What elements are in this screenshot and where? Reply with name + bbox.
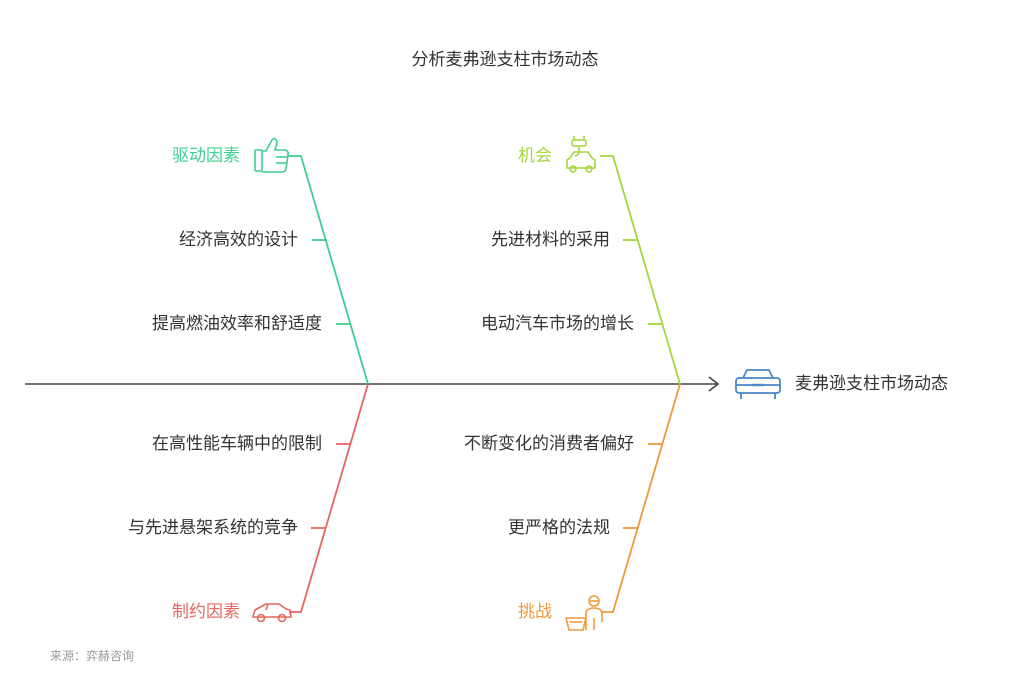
cause-item: 经济高效的设计 bbox=[179, 230, 298, 250]
spine-arrowhead bbox=[708, 376, 720, 392]
cause-item: 提高燃油效率和舒适度 bbox=[152, 314, 322, 334]
challenges-bone bbox=[602, 383, 681, 613]
category-label-restraints: 制约因素 bbox=[172, 602, 240, 622]
cause-item: 不断变化的消费者偏好 bbox=[464, 434, 634, 454]
shopper-basket-icon bbox=[565, 595, 603, 631]
cause-item: 在高性能车辆中的限制 bbox=[152, 434, 322, 454]
ev-charging-car-icon bbox=[566, 136, 596, 173]
cause-item: 与先进悬架系统的竞争 bbox=[128, 518, 298, 538]
drivers-bone bbox=[288, 155, 369, 385]
opportunities-bone bbox=[600, 155, 681, 385]
sports-car-icon bbox=[252, 603, 292, 623]
category-label-opportunities: 机会 bbox=[518, 146, 552, 166]
category-label-drivers: 驱动因素 bbox=[172, 146, 240, 166]
head-label: 麦弗逊支柱市场动态 bbox=[795, 374, 948, 394]
car-front-icon bbox=[735, 369, 781, 399]
source-note: 来源：弈赫咨询 bbox=[50, 649, 135, 663]
restraints-bone bbox=[289, 383, 369, 613]
cause-item: 更严格的法规 bbox=[508, 518, 610, 538]
cause-item: 电动汽车市场的增长 bbox=[481, 314, 634, 334]
category-label-challenges: 挑战 bbox=[518, 602, 552, 622]
thumbs-up-icon bbox=[254, 137, 289, 173]
cause-item: 先进材料的采用 bbox=[491, 230, 610, 250]
diagram-title: 分析麦弗逊支柱市场动态 bbox=[411, 50, 599, 70]
